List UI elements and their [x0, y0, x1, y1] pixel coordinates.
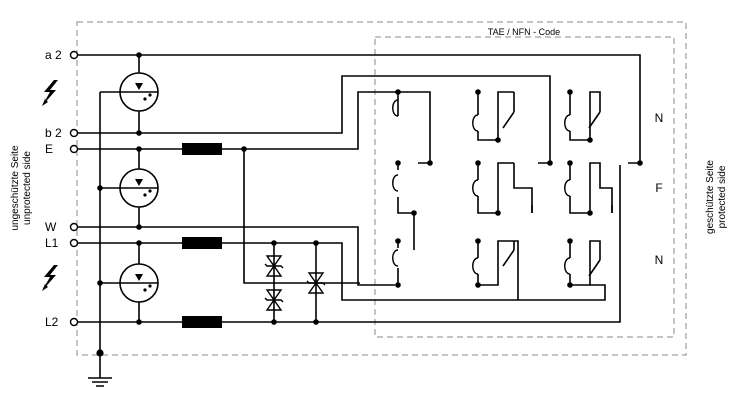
svg-text:unprotected side: unprotected side: [22, 151, 33, 225]
switch-contact-icon: [564, 114, 571, 132]
terminal-label-l2: L2: [45, 315, 59, 329]
svg-text:geschützte Seite: geschützte Seite: [705, 160, 716, 234]
terminal-label-l1: L1: [45, 236, 59, 250]
terminal-label-a2: a 2: [45, 48, 62, 62]
lightning-icon: [42, 80, 58, 106]
unprotected-side-label: ungeschützte Seite unprotected side: [10, 145, 33, 230]
gas-discharge-tube-icon: [119, 72, 159, 112]
svg-text:ungeschützte Seite: ungeschützte Seite: [10, 145, 21, 230]
code-box-title: TAE / NFN - Code: [488, 27, 560, 37]
switch-contact-icon: [472, 114, 479, 132]
switch-contact-icon: [564, 179, 571, 197]
nfn-label-n-top: N: [655, 111, 664, 125]
terminal-label-w: W: [45, 220, 57, 234]
gas-discharge-tube-icon: [119, 263, 159, 303]
wiring: [74, 54, 641, 387]
terminal-circles: [69, 50, 79, 327]
inductor-icon: [182, 237, 222, 249]
nfn-label-f: F: [655, 181, 662, 195]
switch-contact-icon: [392, 249, 399, 267]
protected-side-label: geschützte Seite protected side: [705, 160, 728, 234]
inductor-icon: [182, 143, 222, 155]
device-boundary: [76, 21, 687, 356]
switch-contact-icon: [472, 179, 479, 197]
nfn-label-n-bottom: N: [655, 253, 664, 267]
svg-text:protected side: protected side: [717, 165, 728, 228]
lightning-icon: [42, 265, 58, 291]
terminal-label-b2: b 2: [45, 126, 62, 140]
switch-contacts: [392, 99, 613, 277]
gas-discharge-tube-icon: [119, 168, 159, 208]
code-box: [374, 36, 675, 338]
inductor-icon: [182, 316, 222, 328]
terminal-label-e: E: [45, 142, 53, 156]
switch-contact-icon: [564, 257, 571, 275]
junction-dots: [96, 52, 643, 357]
switch-contact-icon: [392, 174, 399, 192]
switch-contact-icon: [472, 257, 479, 275]
